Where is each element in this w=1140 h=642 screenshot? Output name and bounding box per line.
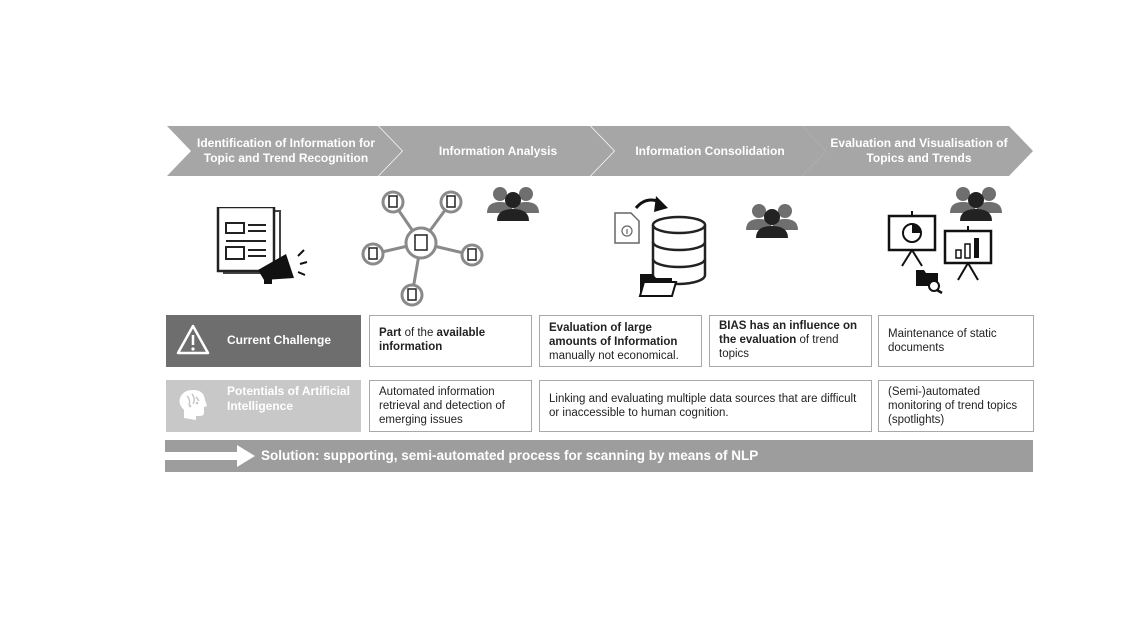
cell-text: of the [401,327,437,339]
ai-cell-evaluation: (Semi-)automated monitoring of trend top… [878,380,1034,432]
row-header-ai-line2: Intelligence [227,399,294,413]
ai-cell-identification: Automated information retrieval and dete… [369,380,532,432]
cell-bold-text: Part [379,327,402,339]
cell-text: Linking and evaluating multiple data sou… [549,393,857,419]
arrow-icon [634,196,668,212]
step-consolidation: Information Consolidation [591,126,826,176]
step-evaluation-line1: Evaluation and Visualisation of [830,136,1008,150]
challenge-cell-identification: Part of the available information [369,315,532,367]
newspaper-icon [216,207,281,274]
folder-search-icon [916,270,943,294]
database-icon [651,215,707,286]
cell-text: (Semi-)automated monitoring of trend top… [888,386,1018,426]
cell-text: of trend topics [719,334,839,360]
cell-bold-text: Evaluation of large amounts of Informati… [549,322,678,348]
row-header-challenge-label: Current Challenge [227,333,332,347]
cell-text: Maintenance of static documents [888,328,997,354]
step-analysis: Information Analysis [379,126,614,176]
warning-icon [176,324,210,355]
people-group-icon [746,204,798,238]
row-header-ai: Potentials of Artificial Intelligence [166,380,361,432]
solution-bar: Solution: supporting, semi-automated pro… [165,440,1033,472]
cell-text: Automated information retrieval and dete… [379,386,505,426]
challenge-cell-analysis: Evaluation of large amounts of Informati… [539,315,702,367]
challenge-cell-evaluation: Maintenance of static documents [878,315,1034,367]
step-identification-line1: Identification of Information for [197,136,375,150]
folder-icon [638,274,678,297]
step-identification-line2: Topic and Trend Recognition [203,151,369,165]
row-header-challenge: Current Challenge [166,315,361,367]
cell-bold-text: BIAS has an influence on the evaluation [719,320,858,346]
solution-text: Solution: supporting, semi-automated pro… [261,448,759,463]
presentation-pie-icon [887,211,937,267]
ai-head-icon [179,390,207,420]
document-info-icon [614,212,640,244]
ai-cell-analysis-consolidation: Linking and evaluating multiple data sou… [539,380,872,432]
step-evaluation-line2: Topics and Trends [866,151,972,165]
presentation-bar-icon [943,226,993,281]
people-group-icon [950,187,1002,221]
cell-text: manually not economical. [549,350,679,362]
challenge-cell-consolidation: BIAS has an influence on the evaluation … [709,315,872,367]
megaphone-icon [258,249,308,284]
document-network-icon [361,190,484,307]
step-analysis-label: Information Analysis [438,143,558,158]
right-arrow-icon [165,445,255,467]
people-group-icon [487,187,539,221]
row-header-ai-line1: Potentials of Artificial [227,384,350,398]
cell-bold-text: available information [379,327,486,353]
step-consolidation-label: Information Consolidation [635,143,785,158]
